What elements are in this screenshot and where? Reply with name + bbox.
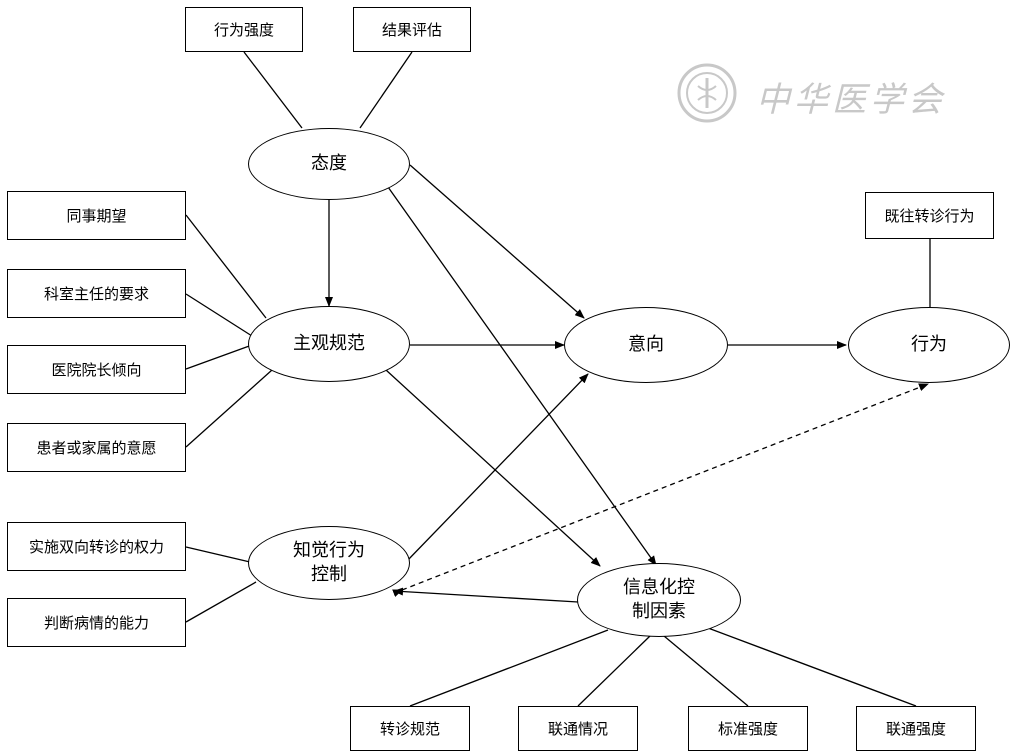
oval-it-control-line1: 信息化控	[623, 577, 695, 598]
watermark-logo: 中华医学会	[676, 62, 976, 123]
box-behavior-strength: 行为强度	[185, 7, 303, 52]
box-dean-tendency: 医院院长倾向	[7, 345, 186, 394]
arrow-norm-it	[376, 360, 601, 567]
arrow-attitude-intention	[409, 164, 585, 319]
arrow-it-control	[393, 587, 579, 603]
watermark-text: 中华医学会	[756, 80, 946, 120]
connector-outcome-evaluation-attitude	[359, 51, 413, 129]
arrow-control-intention	[405, 373, 589, 563]
connector-it-standard-strength	[663, 635, 749, 707]
oval-subjective-norm: 主观规范	[248, 306, 410, 382]
connector-colleague-norm	[185, 214, 267, 319]
oval-attitude: 态度	[248, 128, 410, 200]
connector-behavior-strength-attitude	[243, 51, 303, 129]
box-patient-family-wish: 患者或家属的意愿	[7, 423, 186, 472]
box-condition-judgment-ability: 判断病情的能力	[7, 598, 186, 647]
box-connectivity-strength: 联通强度	[856, 706, 976, 751]
connector-director-norm	[185, 293, 253, 337]
connector-patient-norm	[185, 369, 273, 448]
oval-behavior-label: 行为	[911, 334, 947, 355]
oval-attitude-label: 态度	[311, 153, 347, 174]
box-standard-strength: 标准强度	[688, 706, 808, 751]
connector-power-control	[185, 546, 251, 563]
box-referral-norm: 转诊规范	[350, 706, 470, 751]
oval-perceived-control-line2: 控制	[311, 564, 347, 585]
oval-it-control-line2: 制因素	[632, 601, 686, 622]
box-colleague-expectation: 同事期望	[7, 191, 186, 240]
box-connectivity-status: 联通情况	[518, 706, 638, 751]
oval-intention-label: 意向	[628, 334, 664, 355]
box-dept-director-requirement: 科室主任的要求	[7, 269, 186, 318]
connector-it-referral-norm	[409, 629, 609, 707]
oval-intention: 意向	[564, 307, 728, 383]
connector-dean-norm	[185, 344, 253, 370]
oval-behavior: 行为	[848, 307, 1010, 383]
box-two-way-referral-power: 实施双向转诊的权力	[7, 522, 186, 571]
connector-it-connectivity-strength	[707, 627, 917, 707]
arrow-control-behavior-dashed	[392, 383, 929, 598]
box-outcome-evaluation: 结果评估	[353, 7, 471, 52]
oval-subjective-norm-label: 主观规范	[293, 333, 365, 354]
connector-it-connectivity-status	[577, 635, 651, 707]
box-past-referral-behavior: 既往转诊行为	[865, 192, 994, 239]
oval-perceived-control-line1: 知觉行为	[293, 540, 365, 561]
society-emblem-icon	[677, 63, 737, 123]
connector-ability-control	[185, 581, 257, 623]
oval-it-control: 信息化控 制因素	[577, 563, 741, 637]
oval-perceived-control: 知觉行为 控制	[248, 526, 410, 600]
